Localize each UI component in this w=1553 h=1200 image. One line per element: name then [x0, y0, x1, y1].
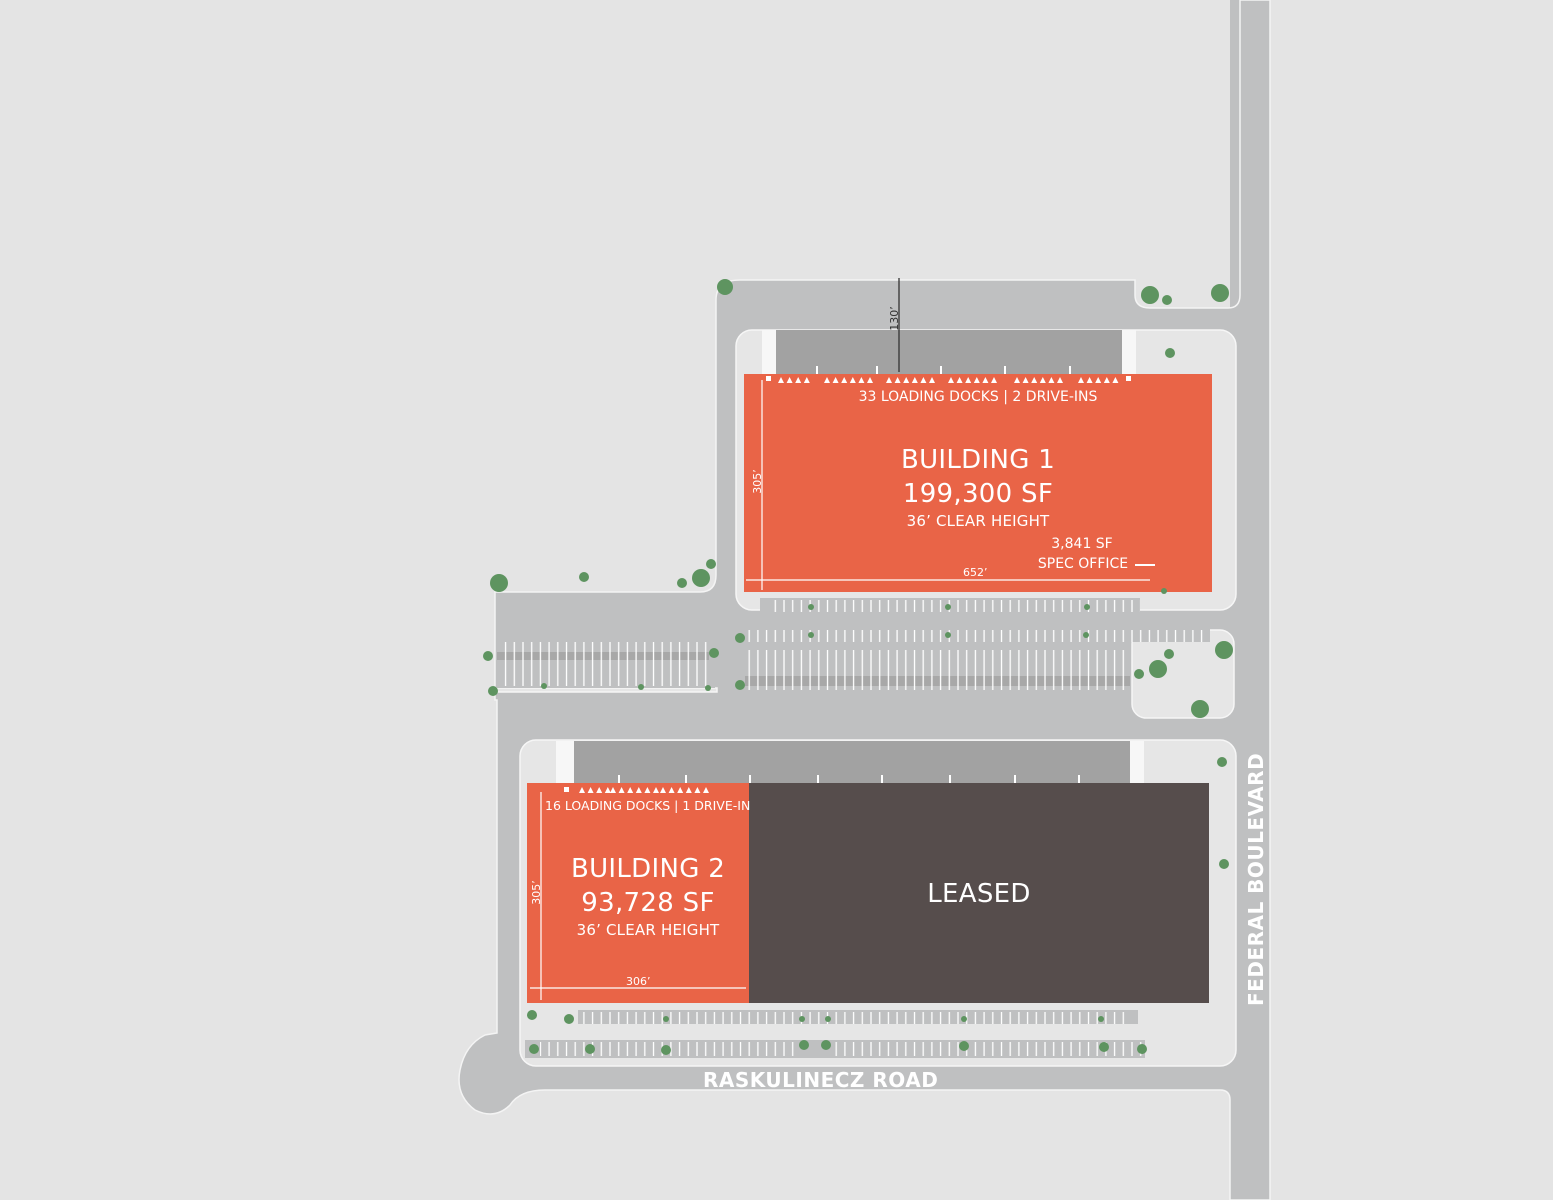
building2-depth-dim: 305’: [529, 880, 543, 905]
building2-docks-label: 16 LOADING DOCKS | 1 DRIVE-IN: [545, 798, 751, 813]
building1-footprint: [744, 374, 1212, 592]
building2-clear-height: 36’ CLEAR HEIGHT: [576, 921, 720, 939]
trees: [483, 279, 1233, 1055]
building2-width-dim: 306’: [626, 975, 651, 988]
building1-width-dim: 652’: [963, 566, 988, 579]
leased-footprint: [749, 783, 1209, 1003]
office-area: 3,841 SF: [1051, 536, 1113, 552]
dimension-lines: [530, 380, 1155, 1000]
truck-court-2: [574, 741, 1130, 783]
building1-docks-label: 33 LOADING DOCKS | 2 DRIVE-INS: [858, 389, 1098, 405]
dock-doors: [564, 376, 1131, 792]
raskulinecz-road-label: RASKULINECZ ROAD: [703, 1068, 939, 1092]
truck-court-1: [776, 330, 1122, 374]
building2-area: 93,728 SF: [581, 888, 715, 918]
federal-boulevard-label: FEDERAL BOULEVARD: [1244, 752, 1268, 1006]
strip: [496, 687, 718, 693]
building1-area: 199,300 SF: [902, 479, 1054, 509]
building2-title: BUILDING 2: [570, 854, 726, 884]
building1-title: BUILDING 1: [900, 445, 1056, 475]
building1-clear-height: 36’ CLEAR HEIGHT: [906, 512, 1050, 530]
leased-label: LEASED: [927, 879, 1031, 909]
office-label: SPEC OFFICE: [1037, 556, 1129, 572]
building2-footprint: [527, 783, 749, 1003]
building1-depth-dim: 305’: [750, 469, 764, 494]
truck-court-dim: 130’: [887, 306, 901, 331]
